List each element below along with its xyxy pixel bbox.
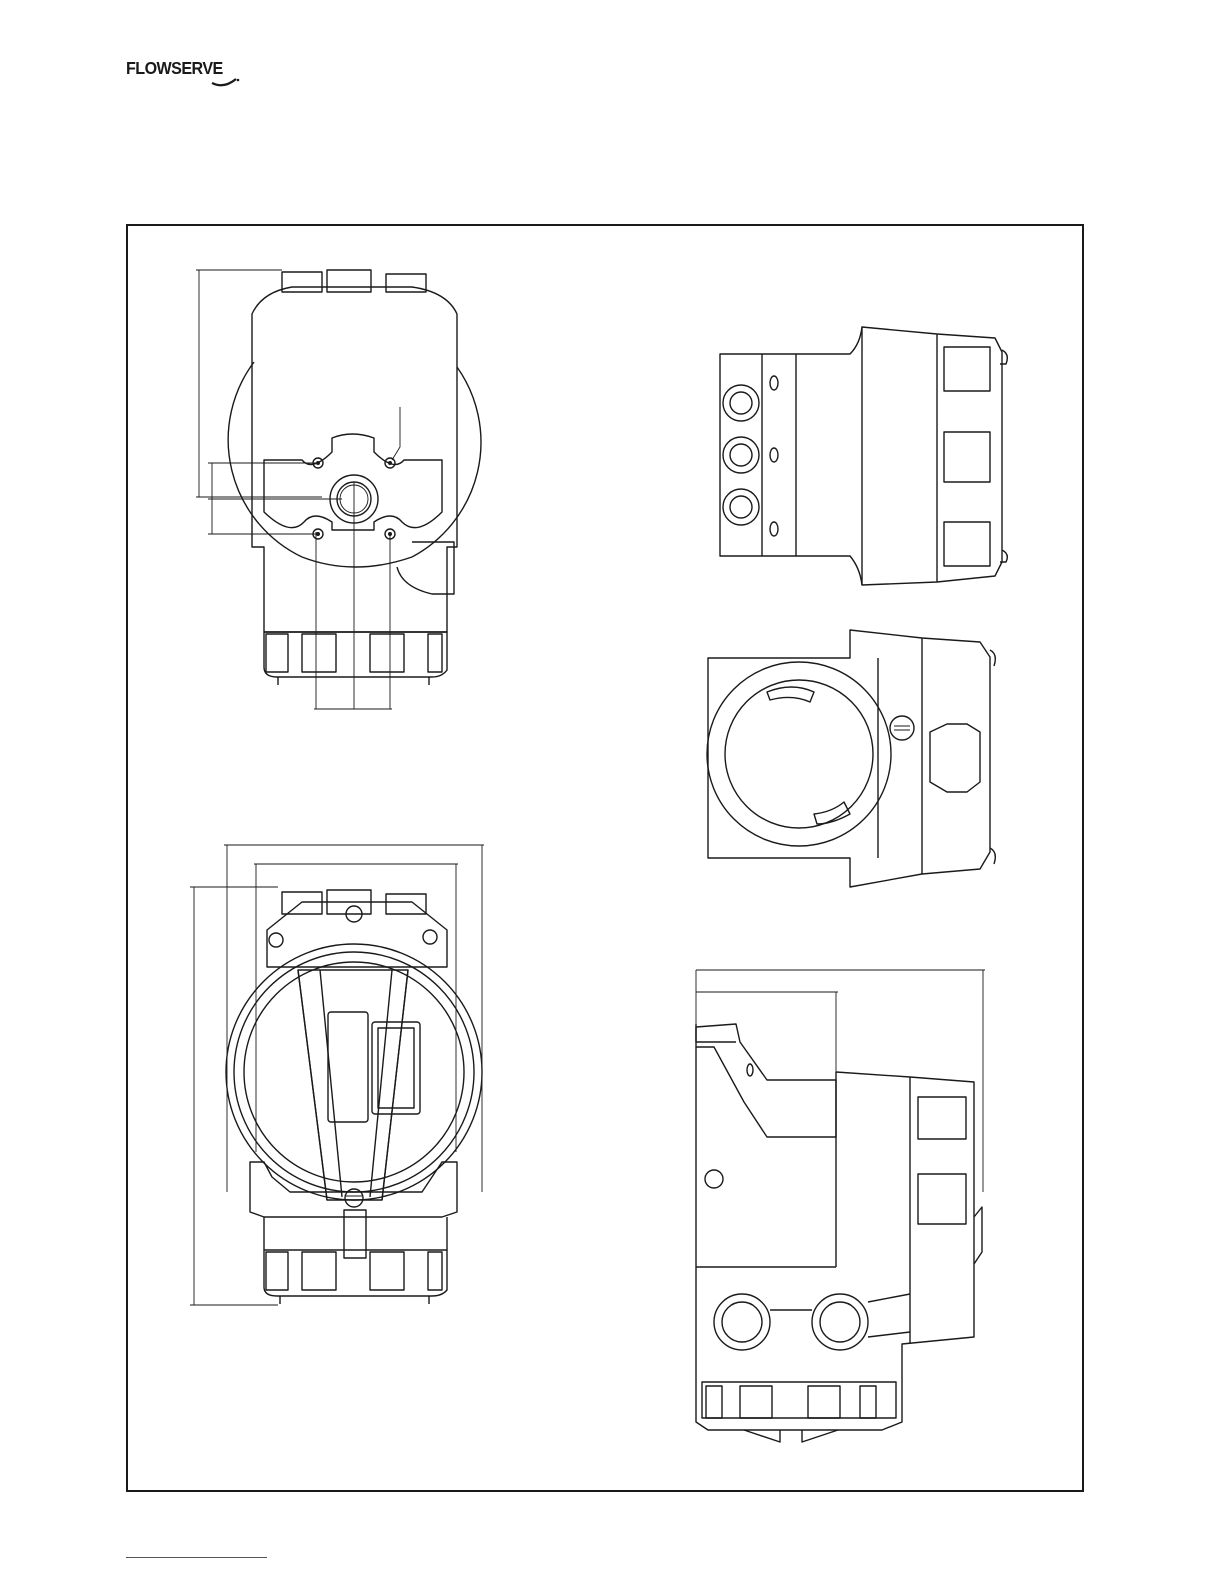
front-view-open-housing bbox=[190, 845, 484, 1305]
drawing-frame bbox=[126, 224, 1084, 1492]
logo-swoosh-icon bbox=[126, 52, 242, 92]
front-view-cover-removed bbox=[196, 270, 481, 709]
side-view-conduit-ports bbox=[720, 327, 1007, 585]
footer-rule bbox=[126, 1557, 267, 1558]
top-view-housing bbox=[707, 630, 995, 887]
technical-drawing bbox=[128, 226, 1082, 1490]
side-view-housing-dimensions bbox=[696, 970, 985, 1442]
flowserve-logo: FLOWSERVE bbox=[126, 52, 242, 92]
